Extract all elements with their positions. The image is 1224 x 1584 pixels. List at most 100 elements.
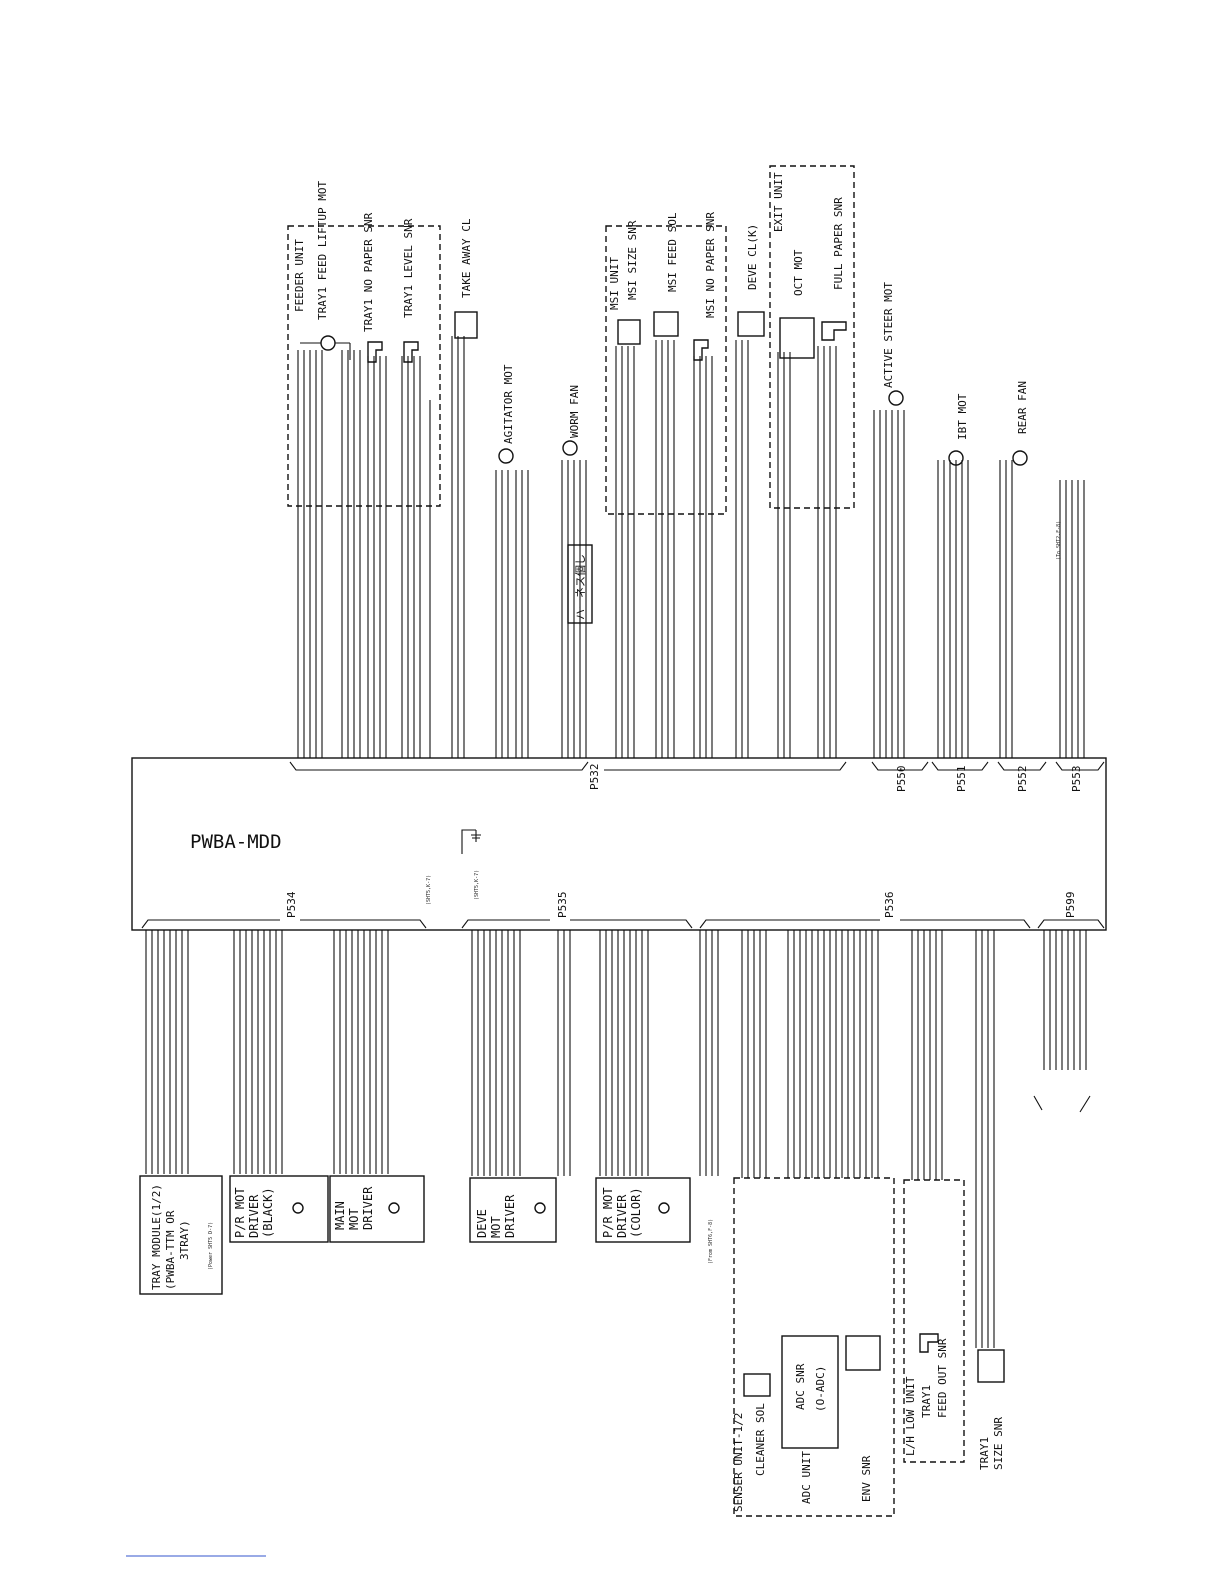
feeder-motor-symbol [320, 335, 336, 351]
connector-p550: P550 [895, 766, 908, 793]
deve-mot-driver-box [469, 1177, 557, 1243]
adc-unit-label: ADC UNIT [800, 1451, 813, 1504]
main-mot-driver-box [329, 1175, 425, 1243]
p599-bracket [1037, 919, 1105, 929]
pr-black-ic-symbol [292, 1202, 304, 1214]
bottom-wire-harness [145, 930, 1087, 1348]
msi-size-snr-label: MSI SIZE SNR [626, 220, 639, 300]
oct-mot-label: OCT MOT [792, 249, 805, 296]
deve-mot-ic-symbol [534, 1202, 546, 1214]
ibt-mot-label: IBT MOT [956, 393, 969, 440]
full-paper-snr-symbol [821, 321, 847, 341]
ibt-mot-symbol [948, 450, 964, 466]
adc-unit-box [781, 1335, 839, 1449]
level-snr-symbol [403, 341, 419, 363]
pwba-mdd-board [131, 757, 1107, 931]
feeder-motor-wires [300, 342, 351, 360]
pr-color-line1: P/R MOT [601, 1187, 615, 1238]
adc-snr-sub: (O-ADC) [814, 1366, 827, 1412]
adc-snr-label: ADC SNR [794, 1363, 807, 1410]
tray1-size-snr-symbol [977, 1349, 1005, 1383]
agitator-mot-label: AGITATOR MOT [502, 364, 515, 444]
exit-unit-frame [769, 165, 855, 509]
note-sht5-k7-a: (SHT5,K-7) [426, 875, 432, 905]
connector-p535: P535 [556, 892, 569, 919]
msi-feed-sol-symbol [653, 311, 679, 337]
p552-bracket [997, 761, 1047, 771]
worm-fan-label: WORM FAN [568, 385, 581, 438]
deve-cl-symbol [737, 311, 765, 337]
env-snr-symbol [845, 1335, 881, 1371]
no-paper-snr-symbol [367, 341, 383, 363]
connector-p553: P553 [1070, 766, 1083, 793]
pr-color-line2: DRIVER [615, 1194, 629, 1238]
pr-mot-black-box [229, 1175, 329, 1243]
lh-low-unit-title: L/H LOW UNIT [904, 1376, 917, 1456]
feed-out-snr-label: FEED OUT SNR [936, 1338, 949, 1418]
tray1-size-line2: SIZE SNR [992, 1417, 1005, 1470]
pr-color-line3: (COLOR) [629, 1187, 643, 1238]
tray-module-line2: (PWBA-TTM OR [164, 1210, 177, 1290]
p534-bracket [141, 919, 427, 929]
connector-p532: P532 [588, 764, 601, 791]
tray-module-line3: 3TRAY) [178, 1220, 191, 1260]
connector-p552: P552 [1016, 766, 1029, 793]
main-mot-line1: MAIN [333, 1201, 347, 1230]
exit-unit-title: EXIT UNIT [772, 172, 785, 232]
tray-module-note: (Power SHT5 D-7) [208, 1222, 214, 1270]
agitator-motor-symbol [498, 448, 514, 464]
pr-color-ic-symbol [658, 1202, 670, 1214]
pr-mot-color-box [595, 1177, 691, 1243]
msi-unit-title: MSI UNIT [608, 257, 621, 310]
pr-black-line3: (BLACK) [261, 1187, 275, 1238]
msi-feed-sol-label: MSI FEED SOL [666, 212, 679, 292]
pr-black-line1: P/R MOT [233, 1187, 247, 1238]
full-paper-snr-label: FULL PAPER SNR [832, 197, 845, 290]
note-to-sht2: (To SHT2,F-8) [1056, 521, 1062, 560]
main-mot-line2: MOT [347, 1208, 361, 1230]
p532-bracket [289, 761, 847, 771]
rear-fan-symbol [1012, 450, 1028, 466]
active-steer-mot-symbol [888, 390, 904, 406]
feeder-mot-label: TRAY1 FEED LIFTUP MOT [316, 181, 329, 320]
deve-cl-label: DEVE CL(K) [746, 224, 759, 290]
worm-fan-symbol [562, 440, 578, 456]
msi-unit-frame [605, 225, 727, 515]
harness-note: ハーネス個し [574, 554, 587, 620]
connector-p536: P536 [883, 892, 896, 919]
pr-black-line2: DRIVER [247, 1194, 261, 1238]
active-steer-mot-line1: ACTIVE STEER MOT [882, 282, 895, 388]
lh-low-unit-frame [903, 1179, 965, 1463]
feed-out-snr-symbol [919, 1333, 939, 1353]
harness-note-box [567, 544, 593, 624]
main-mot-line3: DRIVER [361, 1186, 375, 1230]
tray1-size-line1: TRAY1 [978, 1437, 991, 1470]
top-wire-harness [297, 336, 1085, 758]
p551-bracket [931, 761, 989, 771]
feeder-unit-frame [287, 225, 441, 507]
board-label: PWBA-MDD [190, 831, 282, 853]
msi-no-paper-snr-label: MSI NO PAPER SNR [704, 212, 717, 318]
senser-unit-frame [733, 1177, 895, 1517]
ground-symbol [461, 829, 481, 854]
oct-mot-symbol [779, 317, 815, 359]
msi-no-paper-snr-symbol [693, 339, 709, 361]
cleaner-sol-label: CLEANER SOL [754, 1403, 767, 1476]
note-sht5-k7-b: (SHT5,K-7) [474, 870, 480, 900]
note-from-sht6: (From SHT6,F-8) [708, 1219, 714, 1264]
p599-markers [1033, 1095, 1091, 1113]
take-away-cl-symbol [454, 311, 478, 339]
lh-low-tray1: TRAY1 [920, 1385, 933, 1418]
cleaner-sol-symbol [743, 1373, 771, 1397]
tray-module-box [139, 1175, 223, 1295]
tray-module-line1: TRAY MODULE(1/2) [150, 1184, 163, 1290]
take-away-cl-label: TAKE AWAY CL [460, 218, 473, 298]
env-snr-label: ENV SNR [860, 1455, 873, 1502]
connector-p551: P551 [955, 766, 968, 793]
deve-mot-line3: DRIVER [503, 1194, 517, 1238]
feeder-unit-title: FEEDER UNIT [293, 239, 306, 312]
senser-unit-title: SENSER UNIT-1/2 [732, 1413, 745, 1512]
p553-bracket [1055, 761, 1105, 771]
